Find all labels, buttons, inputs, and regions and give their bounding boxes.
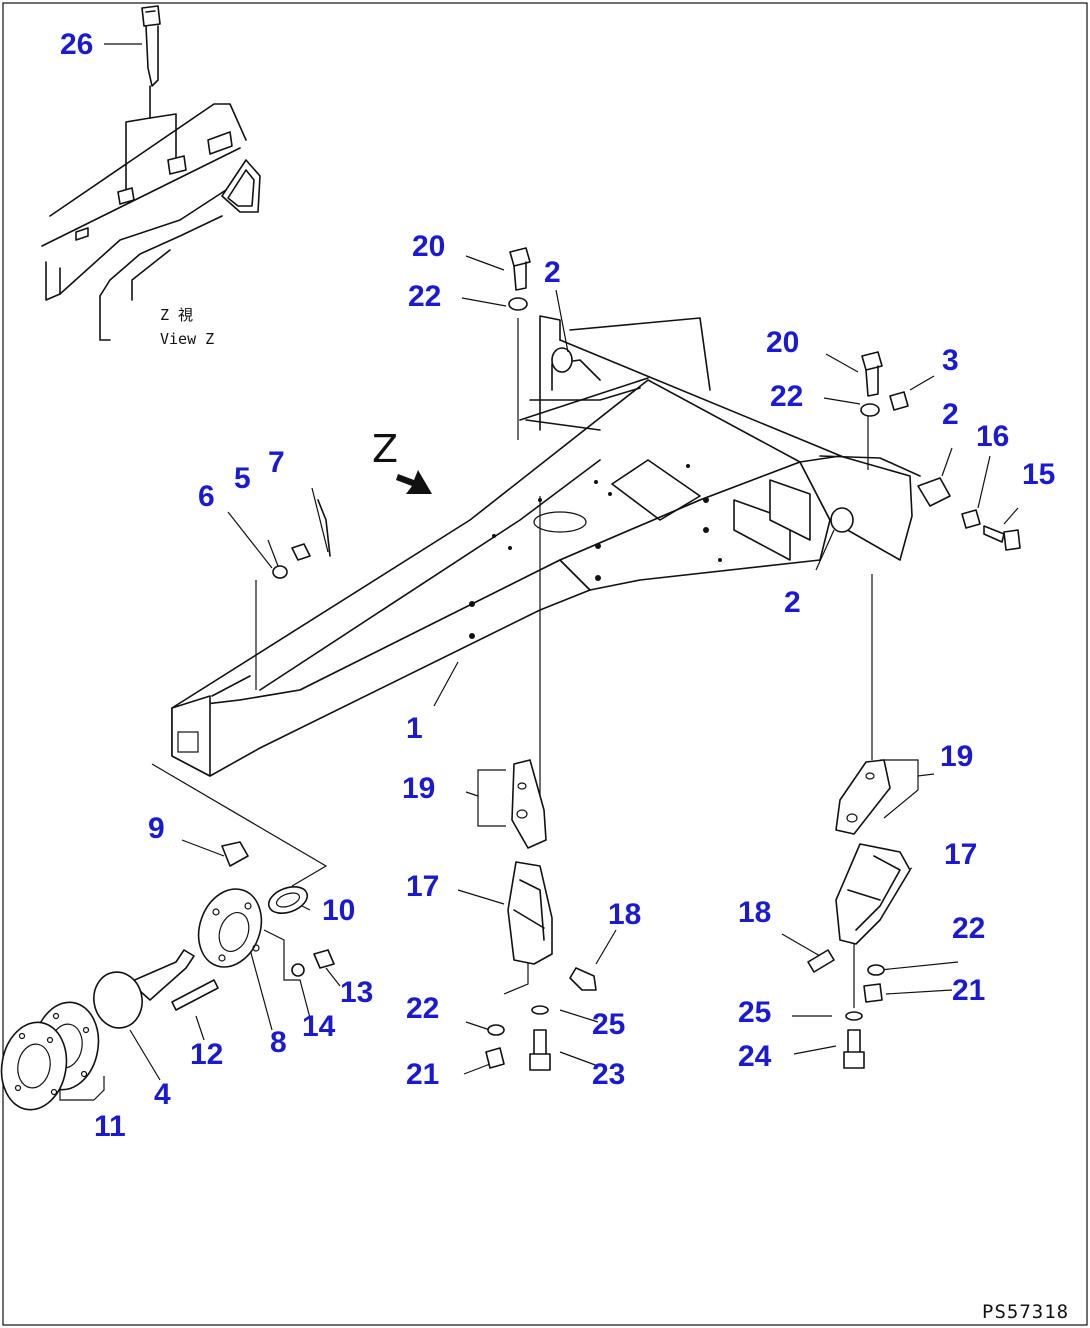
callout-3: 3 (942, 344, 959, 377)
callout-11: 11 (94, 1110, 126, 1143)
hardware-parts (0, 247, 1021, 1111)
view-z-caption-en: View Z (160, 330, 214, 348)
callout-21-right: 21 (952, 974, 985, 1007)
callout-23: 23 (592, 1058, 625, 1091)
view-direction-arrow-icon (396, 470, 432, 494)
callout-25-left: 25 (592, 1008, 625, 1041)
callout-2-top: 2 (544, 256, 561, 289)
callout-22-lower-right: 22 (952, 912, 985, 945)
callout-13: 13 (340, 976, 373, 1009)
callout-22-lower-left: 22 (406, 992, 439, 1025)
callout-20-top: 20 (412, 230, 445, 263)
callout-17-right: 17 (944, 838, 977, 871)
callout-12: 12 (190, 1038, 223, 1071)
drawing-reference-code: PS57318 (982, 1301, 1069, 1323)
callout-22-right: 22 (770, 380, 803, 413)
callout-24: 24 (738, 1040, 772, 1073)
callout-5: 5 (234, 462, 251, 495)
callout-15: 15 (1022, 458, 1055, 491)
callout-25-right: 25 (738, 996, 771, 1029)
view-z-caption-jp: Z 視 (160, 306, 193, 324)
leader-lines (59, 43, 1019, 1101)
callout-4: 4 (154, 1078, 171, 1111)
callout-20-right: 20 (766, 326, 799, 359)
view-z-inset (41, 5, 261, 341)
a-frame-body (171, 315, 951, 777)
callout-10: 10 (322, 894, 355, 927)
callout-1: 1 (406, 712, 423, 745)
callout-22-top: 22 (408, 280, 441, 313)
callout-21-left: 21 (406, 1058, 439, 1091)
callout-14: 14 (302, 1010, 336, 1043)
callout-18-left: 18 (608, 898, 641, 931)
callout-7: 7 (268, 446, 285, 479)
callout-6: 6 (198, 480, 215, 513)
callout-17-left: 17 (406, 870, 439, 903)
callout-16: 16 (976, 420, 1009, 453)
part-number-callouts: 26 20 22 2 20 3 22 2 16 15 7 5 6 2 1 19 … (60, 28, 1055, 1143)
callout-26: 26 (60, 28, 93, 61)
callout-19-left: 19 (402, 772, 435, 805)
callout-8: 8 (270, 1026, 287, 1059)
callout-2-right: 2 (942, 398, 959, 431)
callout-9: 9 (148, 812, 165, 845)
callout-19-right: 19 (940, 740, 973, 773)
callout-2-lower: 2 (784, 586, 801, 619)
view-z-arrow-letter: Z (372, 427, 398, 471)
callout-18-right: 18 (738, 896, 771, 929)
